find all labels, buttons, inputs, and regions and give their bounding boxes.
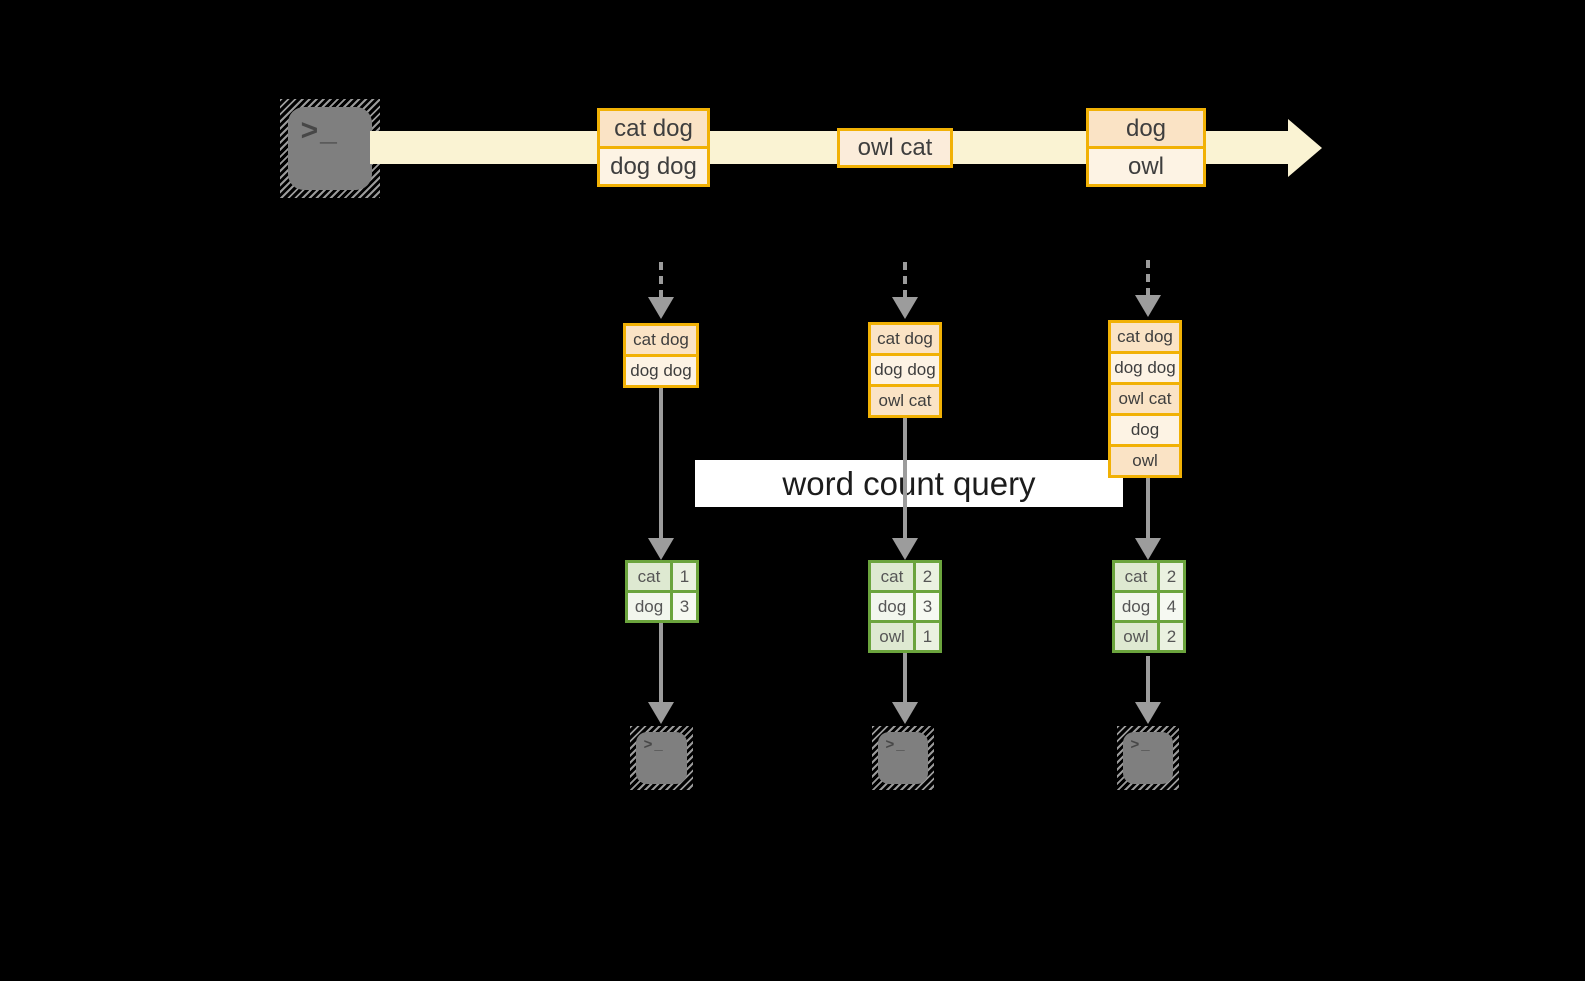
arrow-line xyxy=(903,653,907,703)
buffer-line: dog dog xyxy=(871,356,939,384)
terminal-prompt-glyph: >_ xyxy=(300,113,339,147)
stream-event-2: owl cat xyxy=(837,128,953,168)
count-value: 4 xyxy=(1160,593,1183,620)
terminal-icon: >_ xyxy=(636,732,687,784)
terminal-prompt-glyph: >_ xyxy=(643,736,665,754)
arrowhead xyxy=(1135,538,1161,560)
count-word: cat xyxy=(628,563,670,590)
arrowhead xyxy=(1135,702,1161,724)
buffer-line: cat dog xyxy=(871,325,939,353)
event-line: dog xyxy=(1089,111,1203,146)
terminal-prompt-glyph: >_ xyxy=(1130,736,1152,754)
arrow-line xyxy=(1146,656,1150,703)
stream-event-3: dog owl xyxy=(1086,108,1206,187)
query-label: word count query xyxy=(782,464,1036,502)
terminal-icon: >_ xyxy=(878,732,928,784)
dashed-arrow-line xyxy=(659,262,663,298)
buffer-line: dog xyxy=(1111,416,1179,444)
count-value: 1 xyxy=(673,563,696,590)
count-word: cat xyxy=(1115,563,1157,590)
source-terminal-icon: >_ xyxy=(280,99,380,198)
dashed-arrow-line xyxy=(1146,260,1150,296)
buffer-line: dog dog xyxy=(626,357,696,385)
buffer-stack-1: cat dog dog dog xyxy=(623,323,699,388)
count-word: dog xyxy=(871,593,913,620)
count-value: 3 xyxy=(673,593,696,620)
dashed-arrow-line xyxy=(903,262,907,298)
count-value: 2 xyxy=(916,563,939,590)
count-table-2: cat 2 dog 3 owl 1 xyxy=(868,560,942,653)
event-line: owl xyxy=(1089,149,1203,184)
terminal-icon: >_ xyxy=(288,107,372,190)
count-word: owl xyxy=(1115,623,1157,650)
sink-terminal-icon-2: >_ xyxy=(872,726,934,790)
arrowhead xyxy=(892,538,918,560)
buffer-line: owl cat xyxy=(1111,385,1179,413)
count-table-3: cat 2 dog 4 owl 2 xyxy=(1112,560,1186,653)
arrow-line xyxy=(903,418,907,540)
arrow-line xyxy=(659,621,663,703)
buffer-stack-3: cat dog dog dog owl cat dog owl xyxy=(1108,320,1182,478)
buffer-line: dog dog xyxy=(1111,354,1179,382)
count-word: dog xyxy=(1115,593,1157,620)
terminal-prompt-glyph: >_ xyxy=(885,736,907,754)
stream-arrowhead xyxy=(1288,119,1322,177)
arrowhead xyxy=(648,702,674,724)
event-line: dog dog xyxy=(600,149,707,184)
count-value: 2 xyxy=(1160,563,1183,590)
count-word: dog xyxy=(628,593,670,620)
count-value: 3 xyxy=(916,593,939,620)
dashed-arrowhead xyxy=(892,297,918,319)
count-value: 1 xyxy=(916,623,939,650)
buffer-line: cat dog xyxy=(626,326,696,354)
dashed-arrowhead xyxy=(1135,295,1161,317)
count-table-1: cat 1 dog 3 xyxy=(625,560,699,623)
event-line: owl cat xyxy=(840,131,950,165)
sink-terminal-icon-3: >_ xyxy=(1117,726,1179,790)
stream-event-1: cat dog dog dog xyxy=(597,108,710,187)
buffer-line: cat dog xyxy=(1111,323,1179,351)
buffer-stack-2: cat dog dog dog owl cat xyxy=(868,322,942,418)
count-value: 2 xyxy=(1160,623,1183,650)
dashed-arrowhead xyxy=(648,297,674,319)
event-line: cat dog xyxy=(600,111,707,146)
count-word: cat xyxy=(871,563,913,590)
query-label-box: word count query xyxy=(695,460,1123,507)
arrow-line xyxy=(1146,478,1150,540)
count-word: owl xyxy=(871,623,913,650)
sink-terminal-icon-1: >_ xyxy=(630,726,693,790)
arrow-line xyxy=(659,388,663,540)
buffer-line: owl cat xyxy=(871,387,939,415)
arrowhead xyxy=(648,538,674,560)
buffer-line: owl xyxy=(1111,447,1179,475)
arrowhead xyxy=(892,702,918,724)
terminal-icon: >_ xyxy=(1123,732,1173,784)
